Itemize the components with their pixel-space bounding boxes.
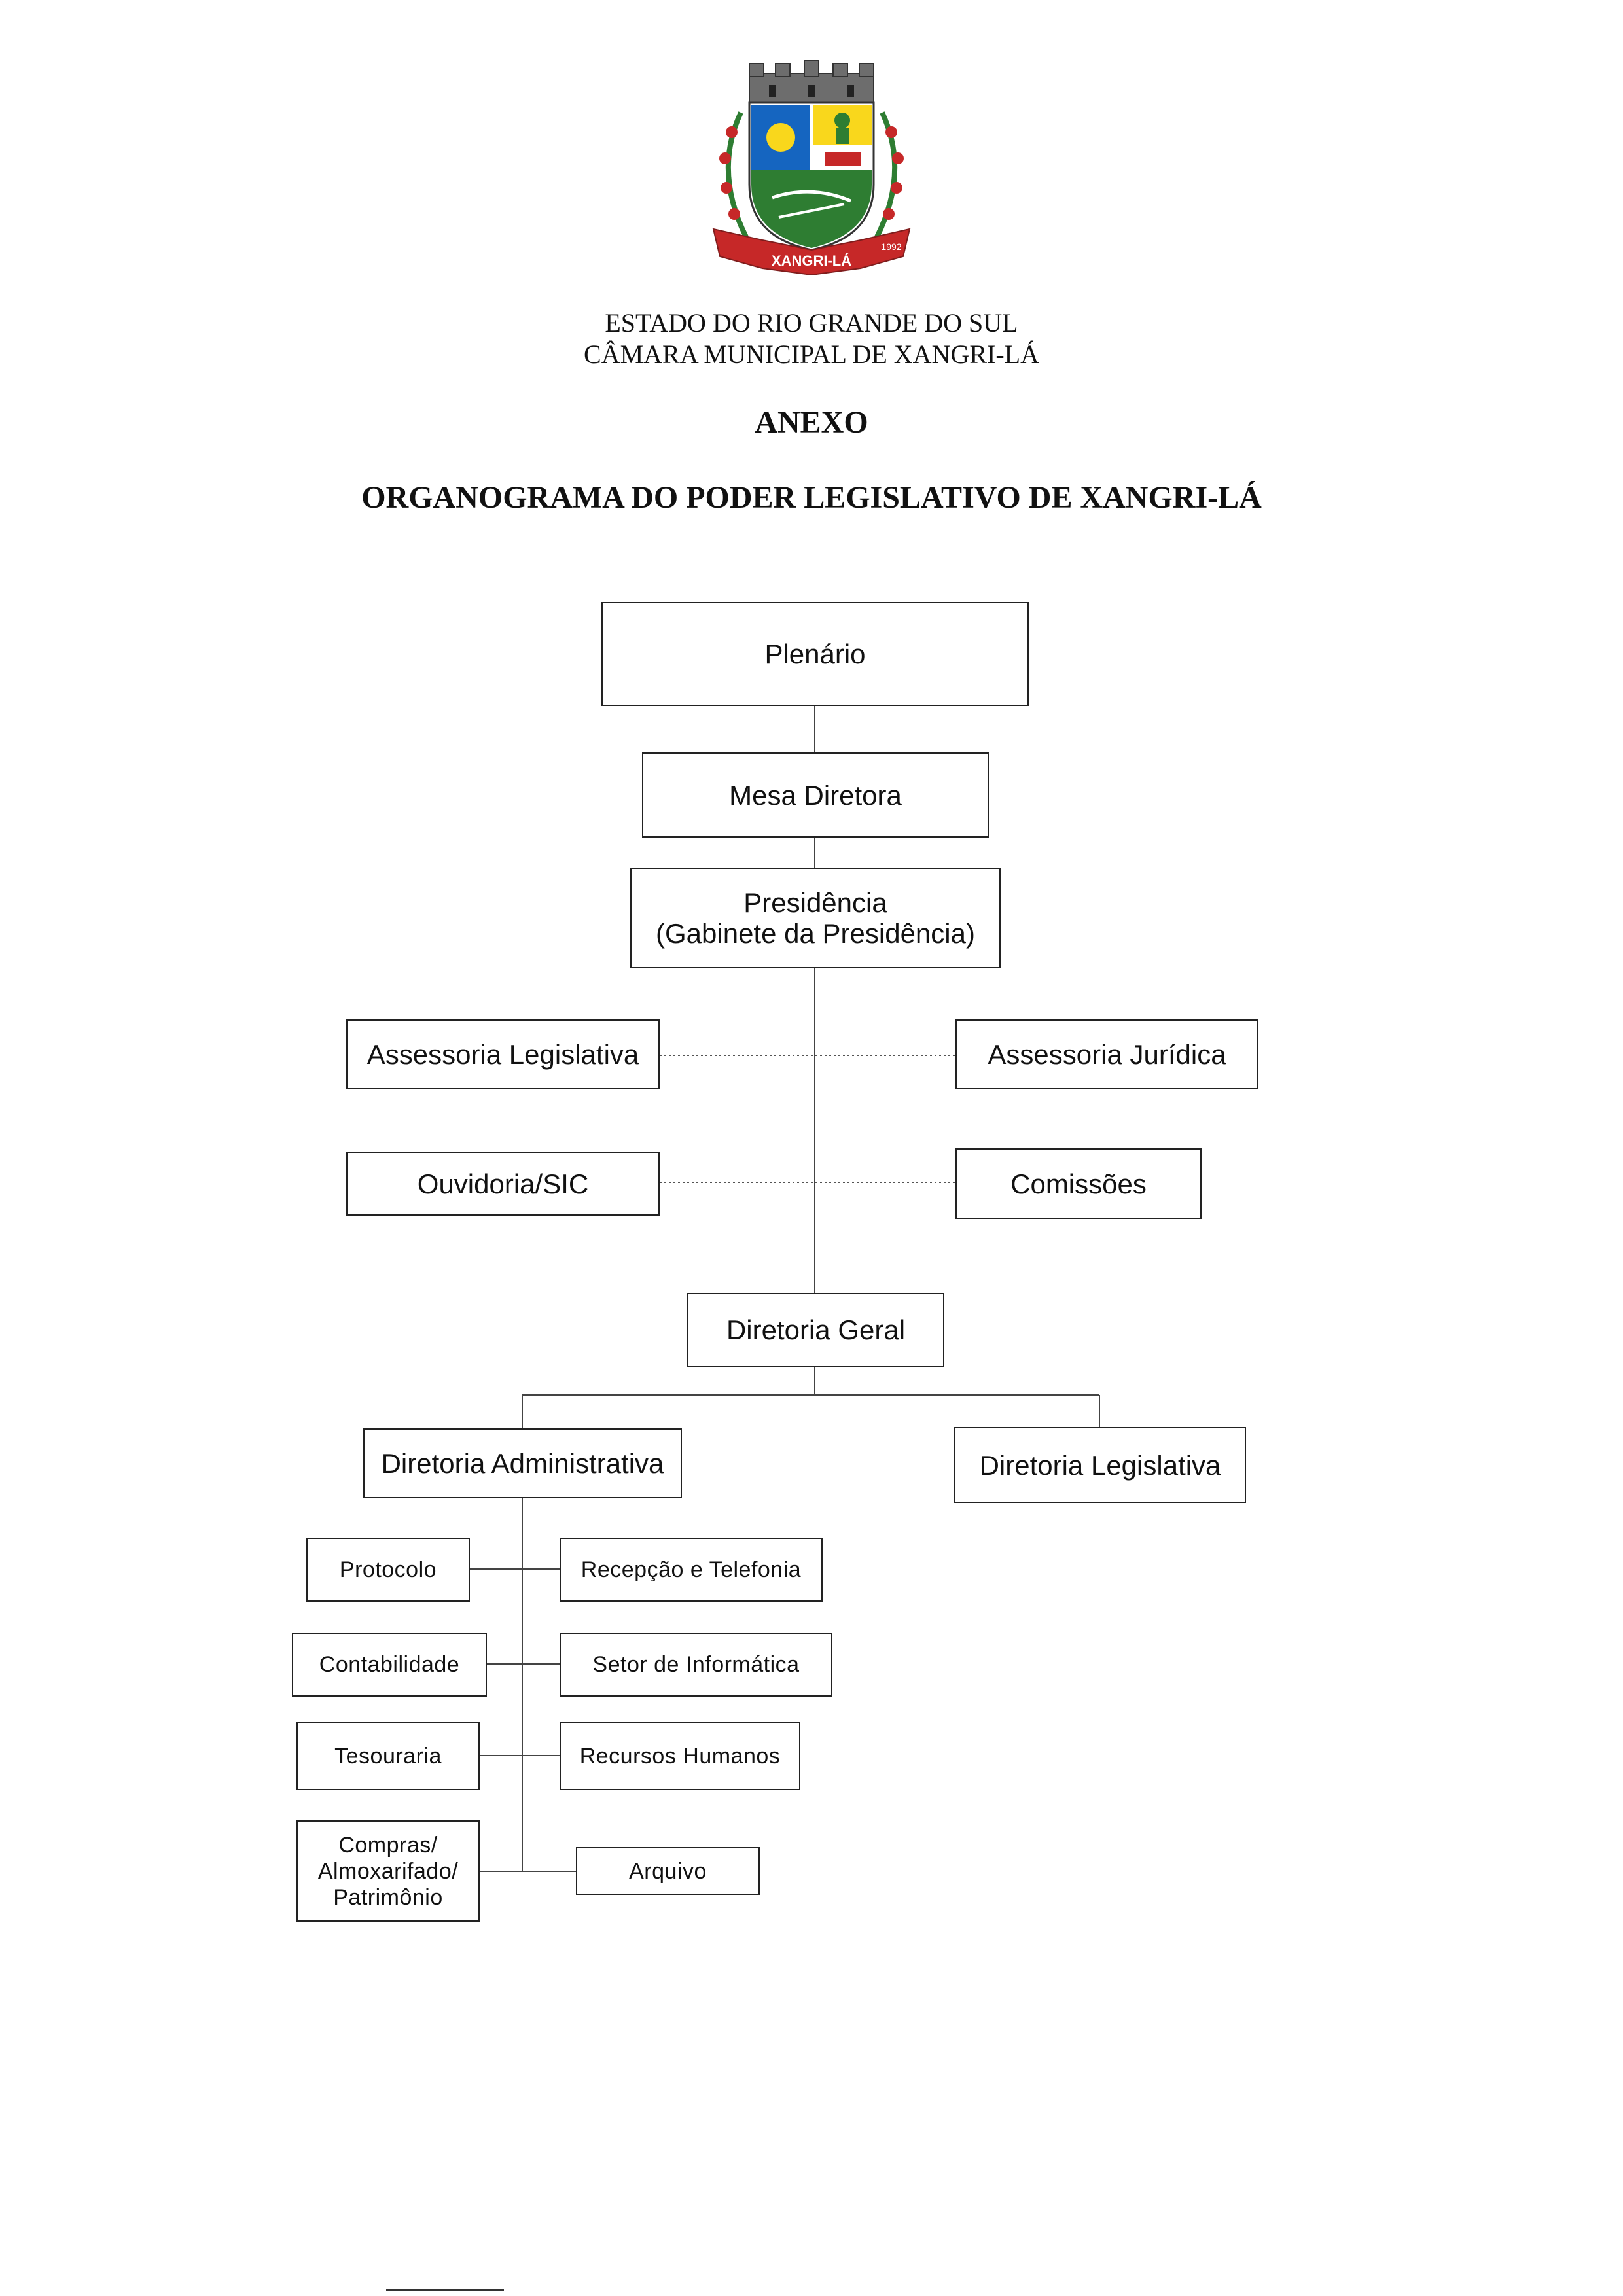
mural-crown-icon <box>749 60 874 103</box>
org-box-recursos-humanos: Recursos Humanos <box>560 1722 800 1790</box>
org-box-assessoria-legislativa-label: Assessoria Legislativa <box>366 1039 639 1070</box>
laurel-branches-icon <box>719 111 904 238</box>
org-box-compras-label: Compras/ Almoxarifado/ Patrimônio <box>317 1832 459 1910</box>
org-box-plenario: Plenário <box>601 602 1029 706</box>
org-box-arquivo: Arquivo <box>576 1847 760 1895</box>
org-box-assessoria-juridica-label: Assessoria Jurídica <box>988 1039 1226 1070</box>
chamber-name: CÂMARA MUNICIPAL DE XANGRI-LÁ <box>584 340 1039 369</box>
org-box-assessoria-juridica: Assessoria Jurídica <box>955 1019 1258 1089</box>
crest-banner: XANGRI-LÁ 1992 <box>712 228 911 276</box>
org-box-tesouraria-label: Tesouraria <box>334 1744 442 1769</box>
org-box-ouvidoria-sic: Ouvidoria/SIC <box>346 1152 660 1216</box>
crest-banner-text: XANGRI-LÁ <box>772 253 851 269</box>
crest-year-text: 1992 <box>881 241 901 252</box>
org-box-diretoria-geral: Diretoria Geral <box>687 1293 944 1367</box>
org-box-arquivo-label: Arquivo <box>629 1858 707 1884</box>
org-box-compras-almoxarifado-patrimonio: Compras/ Almoxarifado/ Patrimônio <box>296 1820 480 1922</box>
org-box-diretoria-administrativa-label: Diretoria Administrativa <box>381 1448 664 1479</box>
org-box-mesa-diretora-label: Mesa Diretora <box>729 779 902 811</box>
org-box-contabilidade-label: Contabilidade <box>319 1652 460 1677</box>
document-title: ORGANOGRAMA DO PODER LEGISLATIVO DE XANG… <box>361 480 1262 515</box>
org-box-recepcao-telefonia-label: Recepção e Telefonia <box>580 1557 802 1582</box>
org-box-presidencia-label: Presidência (Gabinete da Presidência) <box>656 887 975 949</box>
org-box-diretoria-geral-label: Diretoria Geral <box>726 1315 906 1345</box>
org-box-protocolo-label: Protocolo <box>339 1557 437 1582</box>
org-box-recepcao-telefonia: Recepção e Telefonia <box>560 1538 823 1602</box>
org-box-comissoes: Comissões <box>955 1148 1202 1219</box>
org-box-assessoria-legislativa: Assessoria Legislativa <box>346 1019 660 1089</box>
org-box-diretoria-legislativa-label: Diretoria Legislativa <box>979 1449 1221 1481</box>
org-box-recursos-humanos-label: Recursos Humanos <box>579 1744 781 1769</box>
org-box-protocolo: Protocolo <box>306 1538 470 1602</box>
org-box-setor-informatica-label: Setor de Informática <box>592 1652 800 1677</box>
shield-icon <box>748 101 875 251</box>
org-box-contabilidade: Contabilidade <box>292 1633 487 1697</box>
org-box-setor-informatica: Setor de Informática <box>560 1633 832 1697</box>
annex-heading: ANEXO <box>755 405 868 440</box>
footer-line <box>386 2289 504 2291</box>
org-box-ouvidoria-sic-label: Ouvidoria/SIC <box>417 1168 589 1199</box>
coat-of-arms-emblem: XANGRI-LÁ 1992 <box>712 60 911 276</box>
org-box-diretoria-administrativa: Diretoria Administrativa <box>363 1428 682 1498</box>
org-box-comissoes-label: Comissões <box>1010 1168 1147 1199</box>
org-box-mesa-diretora: Mesa Diretora <box>642 752 989 838</box>
org-box-diretoria-legislativa: Diretoria Legislativa <box>954 1427 1246 1503</box>
org-box-plenario-label: Plenário <box>764 639 866 669</box>
state-name: ESTADO DO RIO GRANDE DO SUL <box>605 308 1018 338</box>
org-box-presidencia: Presidência (Gabinete da Presidência) <box>630 868 1001 968</box>
org-box-tesouraria: Tesouraria <box>296 1722 480 1790</box>
